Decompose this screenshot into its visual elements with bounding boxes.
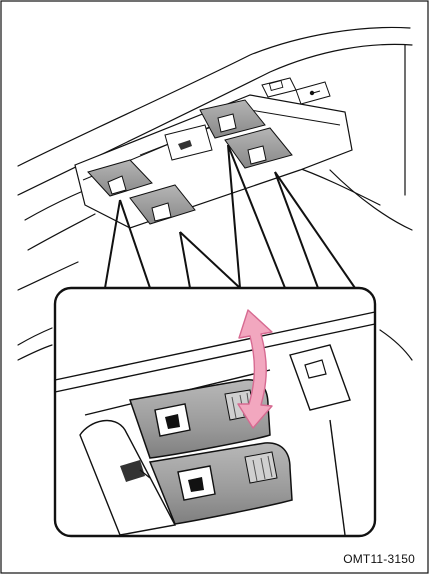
- figure-code: OMT11-3150: [343, 552, 415, 566]
- door-unlock-switch[interactable]: [296, 82, 330, 104]
- zoom-panel: [55, 288, 375, 536]
- door-lock-switch[interactable]: [262, 78, 296, 97]
